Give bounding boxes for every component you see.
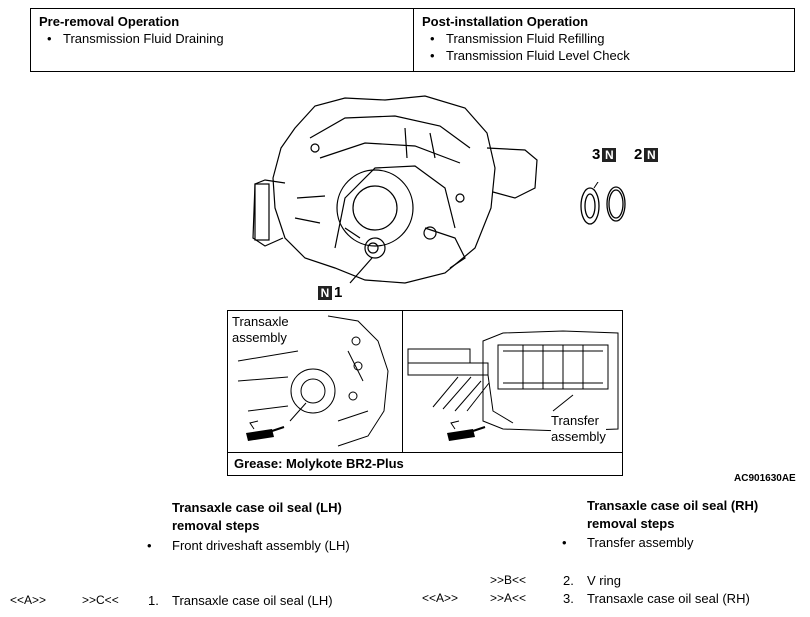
lh-step-1: 1.Transaxle case oil seal (LH) — [148, 593, 333, 608]
lh-step1-install-mark: >>C<< — [82, 593, 119, 607]
rh-step3-install-mark: >>A<< — [490, 591, 527, 605]
bullet-icon: • — [430, 31, 435, 46]
transaxle-assembly-label: Transaxle assembly — [232, 314, 289, 346]
nonreusable-badge-icon: N — [644, 147, 659, 162]
grease-note: Grease: Molykote BR2-Plus — [228, 452, 622, 475]
pre-removal-item: •Transmission Fluid Draining — [47, 31, 224, 46]
lh-steps-heading: Transaxle case oil seal (LH) removal ste… — [172, 500, 342, 533]
post-installation-item: •Transmission Fluid Refilling — [430, 31, 605, 46]
nonreusable-badge-icon: N — [602, 147, 617, 162]
post-installation-column: Post-installation Operation •Transmissio… — [414, 9, 794, 71]
bullet-icon: • — [562, 535, 567, 550]
rh-bullet-item: •Transfer assembly — [562, 535, 694, 550]
rh-step-3: 3.Transaxle case oil seal (RH) — [563, 591, 750, 606]
transfer-assembly-label: Transfer assembly — [551, 413, 606, 445]
transaxle-detail-drawing — [237, 315, 389, 447]
detail-left-panel: Transaxle assembly — [228, 311, 403, 452]
grease-gun-icon — [447, 420, 486, 441]
bullet-icon: • — [430, 48, 435, 63]
rh-steps-heading: Transaxle case oil seal (RH) removal ste… — [587, 498, 759, 531]
rh-step-2: 2.V ring — [563, 573, 621, 588]
pre-removal-heading: Pre-removal Operation — [39, 14, 180, 29]
grease-gun-icon — [246, 420, 285, 441]
bullet-icon: • — [47, 31, 52, 46]
figure-code: AC901630AE — [734, 473, 796, 484]
bullet-icon: • — [147, 538, 152, 553]
post-installation-item: •Transmission Fluid Level Check — [430, 48, 630, 63]
nonreusable-badge-icon: N — [318, 285, 332, 300]
pre-removal-column: Pre-removal Operation •Transmission Flui… — [31, 9, 414, 71]
transfer-detail-drawing — [407, 330, 619, 441]
grease-detail-box: Transaxle assembly Transfer assembly Gre… — [227, 310, 623, 476]
lh-bullet-item: •Front driveshaft assembly (LH) — [147, 538, 350, 553]
transaxle-illustration — [252, 95, 538, 284]
rh-step2-install-mark: >>B<< — [490, 573, 527, 587]
rh-step3-removal-mark: <<A>> — [422, 591, 459, 605]
oil-seal-parts-illustration — [580, 182, 626, 225]
operations-table: Pre-removal Operation •Transmission Flui… — [30, 8, 795, 72]
detail-right-panel: Transfer assembly — [403, 311, 622, 452]
lh-step1-removal-mark: <<A>> — [10, 593, 47, 607]
post-installation-heading: Post-installation Operation — [422, 14, 589, 29]
